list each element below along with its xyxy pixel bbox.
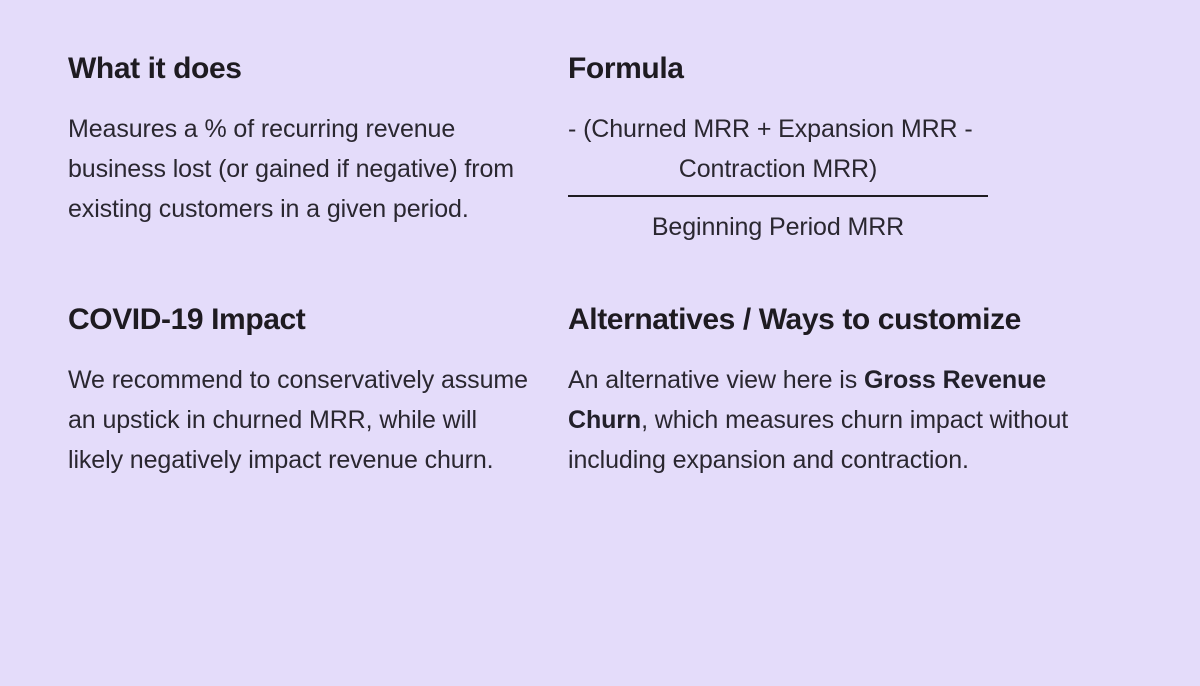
formula-numerator: - (Churned MRR + Expansion MRR - Contrac…	[568, 109, 988, 195]
content-grid: What it does Measures a % of recurring r…	[68, 52, 1132, 480]
alternatives-body-emphasis: Gross Revenue Churn	[568, 366, 1047, 434]
formula-heading: Formula	[568, 52, 684, 85]
formula-denominator: Beginning Period MRR	[651, 213, 905, 241]
section-alternatives: Alternatives / Ways to customize An alte…	[568, 247, 1132, 480]
what-it-does-heading: What it does	[68, 52, 242, 85]
covid-impact-heading: COVID-19 Impact	[68, 303, 306, 336]
section-covid-impact: COVID-19 Impact We recommend to conserva…	[68, 247, 568, 480]
formula-division-rule	[568, 195, 988, 197]
section-formula: Formula - (Churned MRR + Expansion MRR -…	[568, 52, 1132, 247]
formula-numerator-line-2: Contraction MRR)	[678, 155, 878, 183]
section-what-it-does: What it does Measures a % of recurring r…	[68, 52, 568, 247]
what-it-does-body: Measures a % of recurring revenue busine…	[68, 115, 515, 223]
alternatives-body-suffix: , which measures churn impact without in…	[568, 406, 1069, 474]
alternatives-heading: Alternatives / Ways to customize	[568, 303, 1021, 336]
formula-numerator-line-1: - (Churned MRR + Expansion MRR -	[568, 115, 973, 143]
covid-impact-body: We recommend to conservatively assume an…	[68, 366, 528, 474]
formula-fraction: - (Churned MRR + Expansion MRR - Contrac…	[568, 109, 988, 247]
alternatives-body-prefix: An alternative view here is	[568, 366, 864, 394]
alternatives-body: An alternative view here is Gross Revenu…	[568, 360, 1132, 480]
